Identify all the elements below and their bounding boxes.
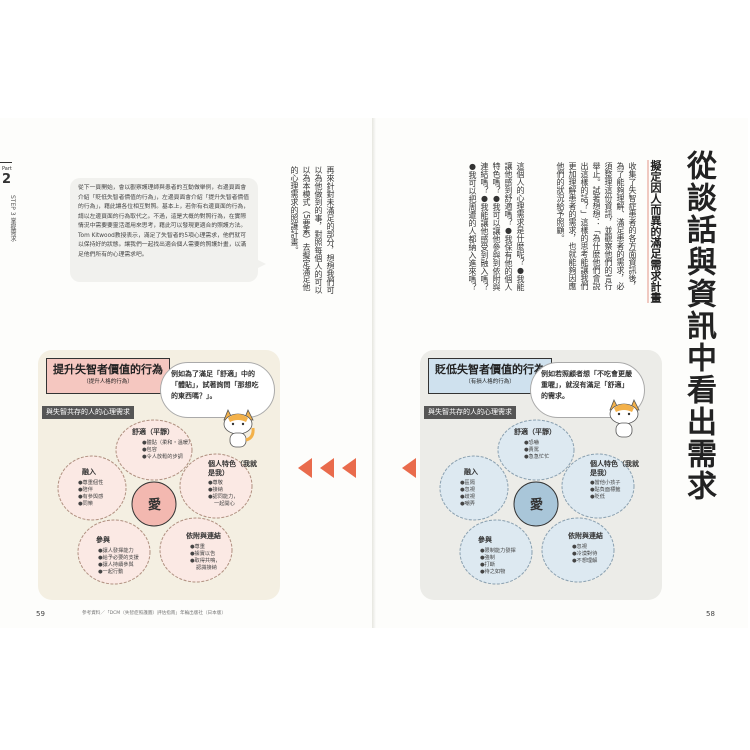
- right-body-paragraph: 收集了失智症患者的各方面資訊後，為了能夠理解、滿足患者的需求，必須整理這份資訊，…: [556, 162, 637, 290]
- book-gutter: [372, 118, 376, 628]
- petal-item: ●尊重個性: [78, 480, 104, 486]
- left-body-paragraph: 再來針對未滿足的部分，想想我們可以為他做到的事，對照每個人的可以以為本模式（5要…: [290, 166, 335, 294]
- petal-occupation: [77, 519, 151, 585]
- arrow-left-icon: [342, 458, 356, 478]
- petal-identity: [179, 453, 253, 519]
- petal-item: ●打斷: [480, 562, 495, 568]
- panel-title: 提升失智者價值的行為 （提升人格的行為）: [46, 358, 170, 394]
- petal-item: ●急急忙忙: [524, 454, 550, 460]
- petal-item: ●忽視: [572, 544, 587, 550]
- flower-diagram: [439, 419, 635, 585]
- explanation-bubble-tail: [254, 258, 266, 270]
- petal-item: ●責罵: [524, 447, 539, 453]
- center-love-label: 愛: [148, 498, 162, 513]
- petal-item: ●取得共鳴，: [190, 558, 221, 564]
- page-number-right: 58: [706, 610, 715, 618]
- petal-identity: [561, 453, 635, 519]
- part-marker: [0, 162, 12, 291]
- petal-item: ●不想理解: [572, 558, 598, 564]
- petal-item: ●尊重: [190, 544, 205, 550]
- panel-detracting: 貶低失智者價值的行為 （有損人格的行為） 與失智共存的人的心理需求 例如若照顧者…: [420, 350, 662, 600]
- panel-title-sub: （有損人格的行為）: [465, 379, 515, 385]
- petal-item: ●強制: [480, 555, 495, 561]
- petal-item: ●區隔: [460, 480, 475, 486]
- panel-title-text: 提升失智者價值的行為: [53, 363, 163, 376]
- needs-question-list: 這個人的心理需求是什麼呢？●我能讓他感到舒適嗎？●我保有他的個人特色嗎？●我可以…: [468, 162, 525, 291]
- arrow-group-right: [402, 458, 424, 478]
- needs-tag: 與失智共存的人的心理需求: [42, 406, 134, 419]
- arrow-left-icon: [402, 458, 416, 478]
- explanation-bubble: 從下一頁開始，會以觀察護理師與患者的互動做舉例，右邊頁面會介紹「貶低失智者價值的…: [70, 178, 258, 282]
- petal-item: ●冷漠對待: [572, 551, 598, 557]
- petal-item: ●認同能力，: [208, 494, 239, 500]
- petal-item: ●讓人發揮能力: [98, 548, 134, 554]
- petal-title-attachment: 依附與連結: [186, 532, 221, 540]
- petal-item: ●恐嚇: [524, 440, 539, 446]
- arrow-left-icon: [320, 458, 334, 478]
- subtitle-text: 擬定因人而異的滿足需求計畫: [647, 160, 662, 303]
- petal-title-comfort: 舒適（平靜）: [132, 428, 174, 436]
- main-title: 從談話與資訊中看出需求: [681, 150, 716, 502]
- center-love: [131, 481, 177, 527]
- petal-item: ●貶低: [590, 494, 605, 500]
- speech-bubble: 例如為了滿足「舒適」中的「體貼」，試著詢問「那想吃的東西嗎？」。: [160, 362, 275, 418]
- step-label: STEP 3 掌握需求: [9, 195, 16, 242]
- cat-mascot-icon: [609, 399, 640, 438]
- petal-title-inclusion: 融入: [464, 468, 478, 476]
- petal-item: ●當他小孩子: [590, 480, 621, 486]
- part-number: 2: [2, 172, 12, 187]
- petal-item: ●貼負面標籤: [590, 487, 621, 493]
- page-number-left: 59: [36, 610, 45, 618]
- petal-occupation: [459, 519, 533, 585]
- speech-bubble: 例如若照顧者想「不吃會更嚴重喔」，就沒有滿足「舒適」的需求。: [530, 362, 645, 418]
- petal-title-attachment: 依附與連結: [568, 532, 603, 540]
- petal-item: ●歧視: [460, 494, 475, 500]
- petal-item: ●有參與感: [78, 494, 104, 500]
- petal-item: ●給予必要的支援: [98, 555, 139, 561]
- panel-title-sub: （提升人格的行為）: [83, 379, 133, 385]
- petal-item: ●讓人持續參與: [98, 562, 134, 568]
- petal-item: ●據實以告: [190, 551, 216, 557]
- petal-inclusion: [439, 455, 509, 521]
- petal-attachment: [159, 517, 233, 583]
- needs-tag: 與失智共存的人的心理需求: [424, 406, 516, 419]
- petal-item: ●令人放鬆的步調: [142, 454, 183, 460]
- petal-inclusion: [57, 455, 127, 521]
- petal-item: ●嘲弄: [460, 501, 475, 507]
- cat-mascot-icon: [223, 409, 255, 448]
- petal-title-occupation: 參與: [478, 536, 492, 544]
- flower-diagram: [57, 419, 253, 585]
- petal-item: ●體貼（柔和・溫暖）: [142, 440, 194, 446]
- panel-enhancing: 提升失智者價值的行為 （提升人格的行為） 與失智共存的人的心理需求 例如為了滿足…: [38, 350, 280, 600]
- petal-comfort: [497, 419, 575, 481]
- petal-item: ●同樂: [78, 501, 93, 507]
- petal-attachment: [541, 517, 615, 583]
- arrow-left-icon: [298, 458, 312, 478]
- petal-item: ●忽視: [460, 487, 475, 493]
- petal-item: ●一起行動: [98, 569, 124, 575]
- part-label: Part: [2, 166, 12, 172]
- petal-title-inclusion: 融入: [82, 468, 96, 476]
- petal-item: 一起開心: [214, 501, 235, 507]
- petal-title-comfort: 舒適（平靜）: [514, 428, 556, 436]
- petal-item: ●待之如物: [480, 569, 506, 575]
- panel-title-text: 貶低失智者價值的行為: [435, 363, 545, 376]
- petal-title-identity: 個人特色（我就是我）: [590, 460, 639, 477]
- petal-title-occupation: 參與: [96, 536, 110, 544]
- petal-comfort: [115, 419, 193, 481]
- arrow-group-left: [298, 458, 364, 478]
- petal-item: ●包容: [142, 447, 157, 453]
- petal-title-identity: 個人特色（我就是我）: [208, 460, 257, 477]
- footnote: 參考資料／「DCM（失智症照護圖）評估指南」年輪出版社（日本版）: [82, 611, 226, 616]
- petal-item: ●尊敬: [208, 480, 223, 486]
- petal-item: 認識接納: [196, 565, 217, 571]
- subtitle: 擬定因人而異的滿足需求計畫: [647, 160, 662, 303]
- petal-item: ●接納: [208, 487, 223, 493]
- petal-item: ●陪伴: [78, 487, 93, 493]
- center-love: [513, 481, 559, 527]
- center-love-label: 愛: [530, 498, 544, 513]
- petal-item: ●限制能力發揮: [480, 548, 516, 554]
